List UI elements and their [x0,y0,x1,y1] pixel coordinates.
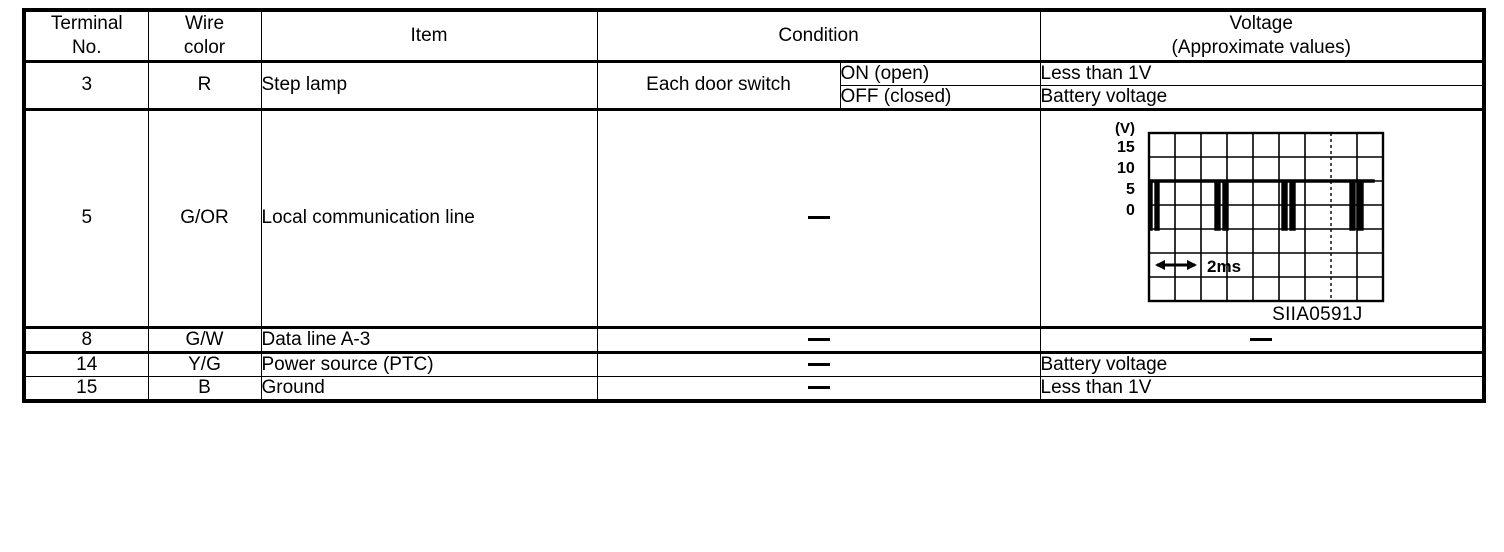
cell-terminal-no: 15 [23,375,149,401]
em-dash-icon [807,337,830,341]
cell-wire-color: R [147,60,262,110]
cell-condition [596,107,1041,329]
waveform-svg: (V) 15 10 5 0 [1115,120,1384,302]
header-item: Item [260,9,598,63]
waveform-timebase-marker: 2ms [1154,257,1241,276]
waveform-ytick-5: 5 [1126,181,1135,198]
table-row: 8 G/W Data line A-3 [23,326,1485,354]
cell-condition [596,375,1041,401]
waveform-frame [1147,131,1384,302]
table-row: 14 Y/G Power source (PTC) Battery voltag… [23,351,1485,377]
table-header-row: Terminal No. Wire color Item Condition V… [23,9,1485,63]
em-dash-icon [807,385,830,389]
header-voltage: Voltage (Approximate values) [1039,9,1485,63]
cell-item: Local communication line [260,107,598,329]
cell-terminal-no: 8 [23,326,149,354]
header-wire-color-line2: color [183,36,226,58]
em-dash-icon [1250,337,1273,341]
waveform-ytick-10: 10 [1117,160,1135,177]
cell-voltage [1039,326,1485,354]
waveform-trace [1148,178,1375,231]
header-condition: Condition [596,9,1041,63]
waveform-ytick-0: 0 [1126,202,1135,219]
terminal-reference-value-table: Terminal No. Wire color Item Condition V… [22,8,1486,403]
cell-voltage: Less than 1V [1039,60,1485,86]
cell-wire-color: B [147,375,262,401]
header-voltage-line2: (Approximate values) [1171,36,1352,58]
cell-voltage-waveform: (V) 15 10 5 0 [1039,107,1485,329]
cell-voltage: Less than 1V [1039,375,1485,401]
table-row: 5 G/OR Local communication line (V) 15 1… [23,107,1485,329]
cell-wire-color: G/W [147,326,262,354]
header-wire-color: Wire color [147,9,262,63]
cell-voltage: Battery voltage [1039,84,1485,111]
figure-id-caption: SIIA0591J [1272,303,1363,325]
header-terminal-no: Terminal No. [23,9,149,63]
cell-item: Data line A-3 [260,326,598,354]
cell-condition [596,326,1041,354]
cell-sub-condition: ON (open) [839,60,1041,86]
header-terminal-no-line2: No. [71,36,102,58]
cell-terminal-no: 5 [23,107,149,329]
waveform-timebase-label: 2ms [1207,257,1241,276]
table-row: 15 B Ground Less than 1V [23,375,1485,401]
cell-sub-condition: OFF (closed) [839,84,1041,111]
em-dash-icon [807,362,830,366]
oscilloscope-figure: (V) 15 10 5 0 [1111,111,1411,326]
em-dash-icon [807,216,830,220]
cell-condition: Each door switch [596,60,841,110]
cell-item: Power source (PTC) [260,351,598,377]
cell-wire-color: Y/G [147,351,262,377]
cell-terminal-no: 3 [23,60,149,110]
header-terminal-no-line1: Terminal [50,13,123,34]
waveform-ylabel: (V) [1115,120,1135,137]
cell-condition [596,351,1041,377]
table-row: OFF (closed) Battery voltage [24,84,1485,111]
header-voltage-line1: Voltage [1229,13,1293,34]
table-row: 3 R Step lamp Each door switch ON (open)… [23,60,1485,110]
cell-item: Step lamp [260,60,598,110]
waveform-ytick-15: 15 [1117,139,1135,156]
cell-voltage: Battery voltage [1039,351,1485,377]
cell-item: Ground [260,375,598,401]
waveform-grid [1147,131,1384,302]
cell-terminal-no: 14 [23,351,149,377]
header-wire-color-line1: Wire [184,13,225,34]
cell-wire-color: G/OR [147,107,262,329]
